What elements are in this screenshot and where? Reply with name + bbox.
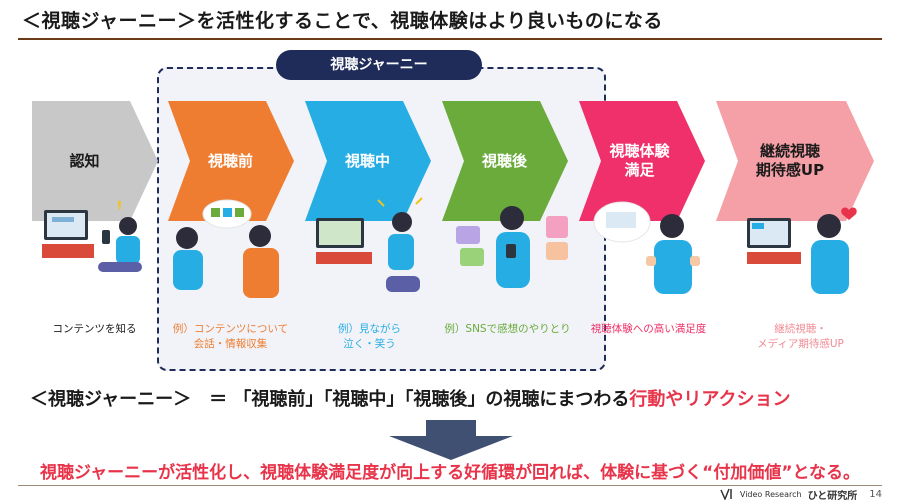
stage-post-viewing: 視聴後 — [442, 101, 568, 221]
stage-caption: 継続視聴・ メディア期待感UP — [757, 323, 844, 350]
definition-highlight: 行動やリアクション — [629, 389, 791, 410]
chevron-shape — [442, 101, 568, 221]
chevron-shape — [305, 101, 431, 221]
chevron-shape — [579, 101, 705, 221]
logo-icon — [720, 488, 732, 500]
illustration-satisfaction — [590, 196, 715, 311]
illustration-pre-viewing — [165, 196, 290, 311]
illustration-awareness — [38, 196, 163, 311]
stage-caption: 視聴体験への高い満足度 — [590, 323, 707, 335]
illustration-continuation — [745, 196, 870, 311]
title-divider — [18, 38, 882, 40]
stage-awareness: 認知 — [32, 101, 158, 221]
stage-during-viewing: 視聴中 — [305, 101, 431, 221]
page-number: 14 — [869, 488, 882, 500]
journey-definition: ＜視聴ジャーニー＞ ＝ 「視聴前」「視聴中」「視聴後」の視聴にまつわる行動やリア… — [30, 385, 790, 411]
stage-satisfaction: 視聴体験 満足 — [579, 101, 705, 221]
illustration-during-viewing — [312, 196, 437, 311]
stage-label: 視聴後 — [481, 151, 527, 170]
stage-caption: 例）SNSで感想のやりとり — [444, 323, 571, 335]
conclusion-text: 視聴ジャーニーが活性化し、視聴体験満足度が向上する好循環が回れば、体験に基づく“… — [40, 463, 860, 483]
chevron-shape — [32, 101, 158, 221]
illustration-post-viewing — [450, 196, 575, 311]
stage-caption: 例）コンテンツについて 会話・情報収集 — [172, 323, 289, 350]
footer: Video Research ひと研究所 14 — [720, 486, 882, 502]
stage-caption: 例）見ながら 泣く・笑う — [338, 323, 401, 350]
stage-label: 認知 — [69, 151, 100, 170]
chevron-shape — [168, 101, 294, 221]
stage-label: 視聴体験 満足 — [609, 142, 670, 179]
stage-label: 視聴前 — [207, 151, 253, 170]
journey-label: 視聴ジャーニー — [276, 50, 482, 80]
definition-text: ＜視聴ジャーニー＞ ＝ 「視聴前」「視聴中」「視聴後」の視聴にまつわる — [30, 389, 630, 410]
chevron-shape — [716, 101, 874, 221]
footer-org: ひと研究所 — [807, 490, 858, 502]
footer-brand: Video Research — [739, 489, 802, 499]
down-arrow-icon — [389, 420, 513, 460]
footer-divider — [18, 485, 882, 486]
stage-pre-viewing: 視聴前 — [168, 101, 294, 221]
stage-label: 視聴中 — [344, 151, 390, 170]
stage-continuation: 継続視聴 期待感UP — [716, 101, 874, 221]
stage-caption: コンテンツを知る — [52, 323, 137, 335]
page-title: ＜視聴ジャーニー＞を活性化することで、視聴体験はより良いものになる — [22, 10, 663, 32]
stage-label: 継続視聴 期待感UP — [755, 142, 825, 179]
